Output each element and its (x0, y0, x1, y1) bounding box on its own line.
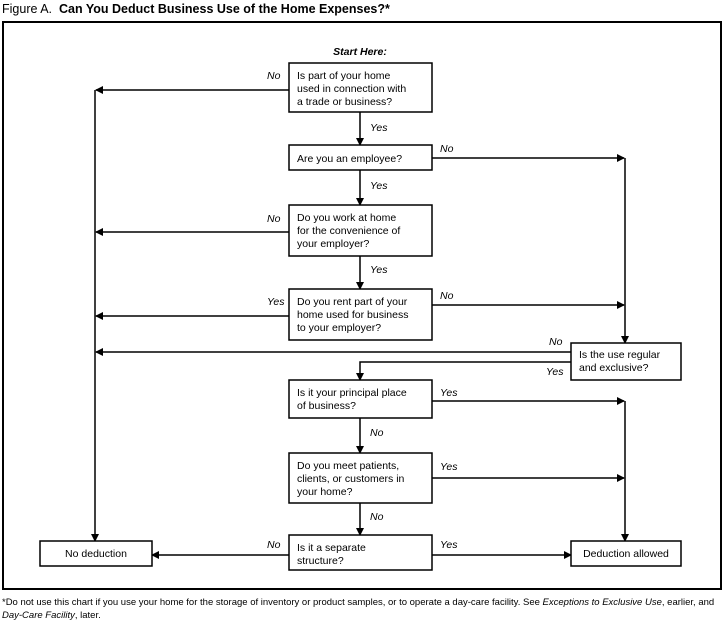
deduction-allowed-text: Deduction allowed (583, 548, 669, 560)
edge-label-no: No (549, 336, 563, 348)
edge-label-yes: Yes (370, 122, 388, 134)
edge-label-yes: Yes (440, 461, 458, 473)
box-q5 (570, 342, 682, 381)
edge-label-no: No (267, 70, 281, 82)
box-no-deduction (39, 540, 153, 567)
box-q4 (288, 288, 433, 341)
q2-text: Are you an employee? (297, 153, 402, 165)
box-q8 (288, 534, 433, 571)
box-q1 (288, 62, 433, 113)
edge-label-no: No (267, 539, 281, 551)
footnote-text: , later. (74, 610, 101, 621)
frame (2, 21, 722, 590)
box-deduction-allowed (570, 540, 682, 567)
connectors (91, 86, 629, 559)
start-label: Start Here: (333, 46, 387, 58)
edge-label-yes: Yes (440, 387, 458, 399)
edge-label-no: No (440, 290, 454, 302)
box-q3 (288, 204, 433, 257)
box-q2 (288, 144, 433, 171)
no-deduction-text: No deduction (65, 548, 127, 560)
edge-labels: No Yes No Yes No Yes Yes No No Yes Yes N… (267, 70, 564, 551)
q7-text: Do you meet patients,clients, or custome… (297, 460, 405, 498)
footnote-text: , earlier, and (661, 597, 715, 608)
footnote-ref: Day-Care Facility (2, 610, 75, 621)
edge-label-yes: Yes (440, 539, 458, 551)
footnote-text: *Do not use this chart if you use your h… (2, 597, 543, 608)
footnote-ref: Exceptions to Exclusive Use (542, 597, 662, 608)
edge-label-no: No (370, 511, 384, 523)
edge-label-yes: Yes (370, 264, 388, 276)
figure-heading: Can You Deduct Business Use of the Home … (58, 2, 390, 16)
figure-title: Figure A. Can You Deduct Business Use of… (2, 2, 390, 16)
edge-label-no: No (370, 427, 384, 439)
footnote: *Do not use this chart if you use your h… (2, 596, 722, 622)
box-q7 (288, 452, 433, 504)
box-q6 (288, 379, 433, 419)
edge-label-yes: Yes (546, 366, 564, 378)
edge-label-no: No (440, 143, 454, 155)
edge-label-no: No (267, 213, 281, 225)
edge-label-yes: Yes (370, 180, 388, 192)
figure-label: Figure A. (2, 2, 53, 16)
edge-label-yes: Yes (267, 296, 285, 308)
